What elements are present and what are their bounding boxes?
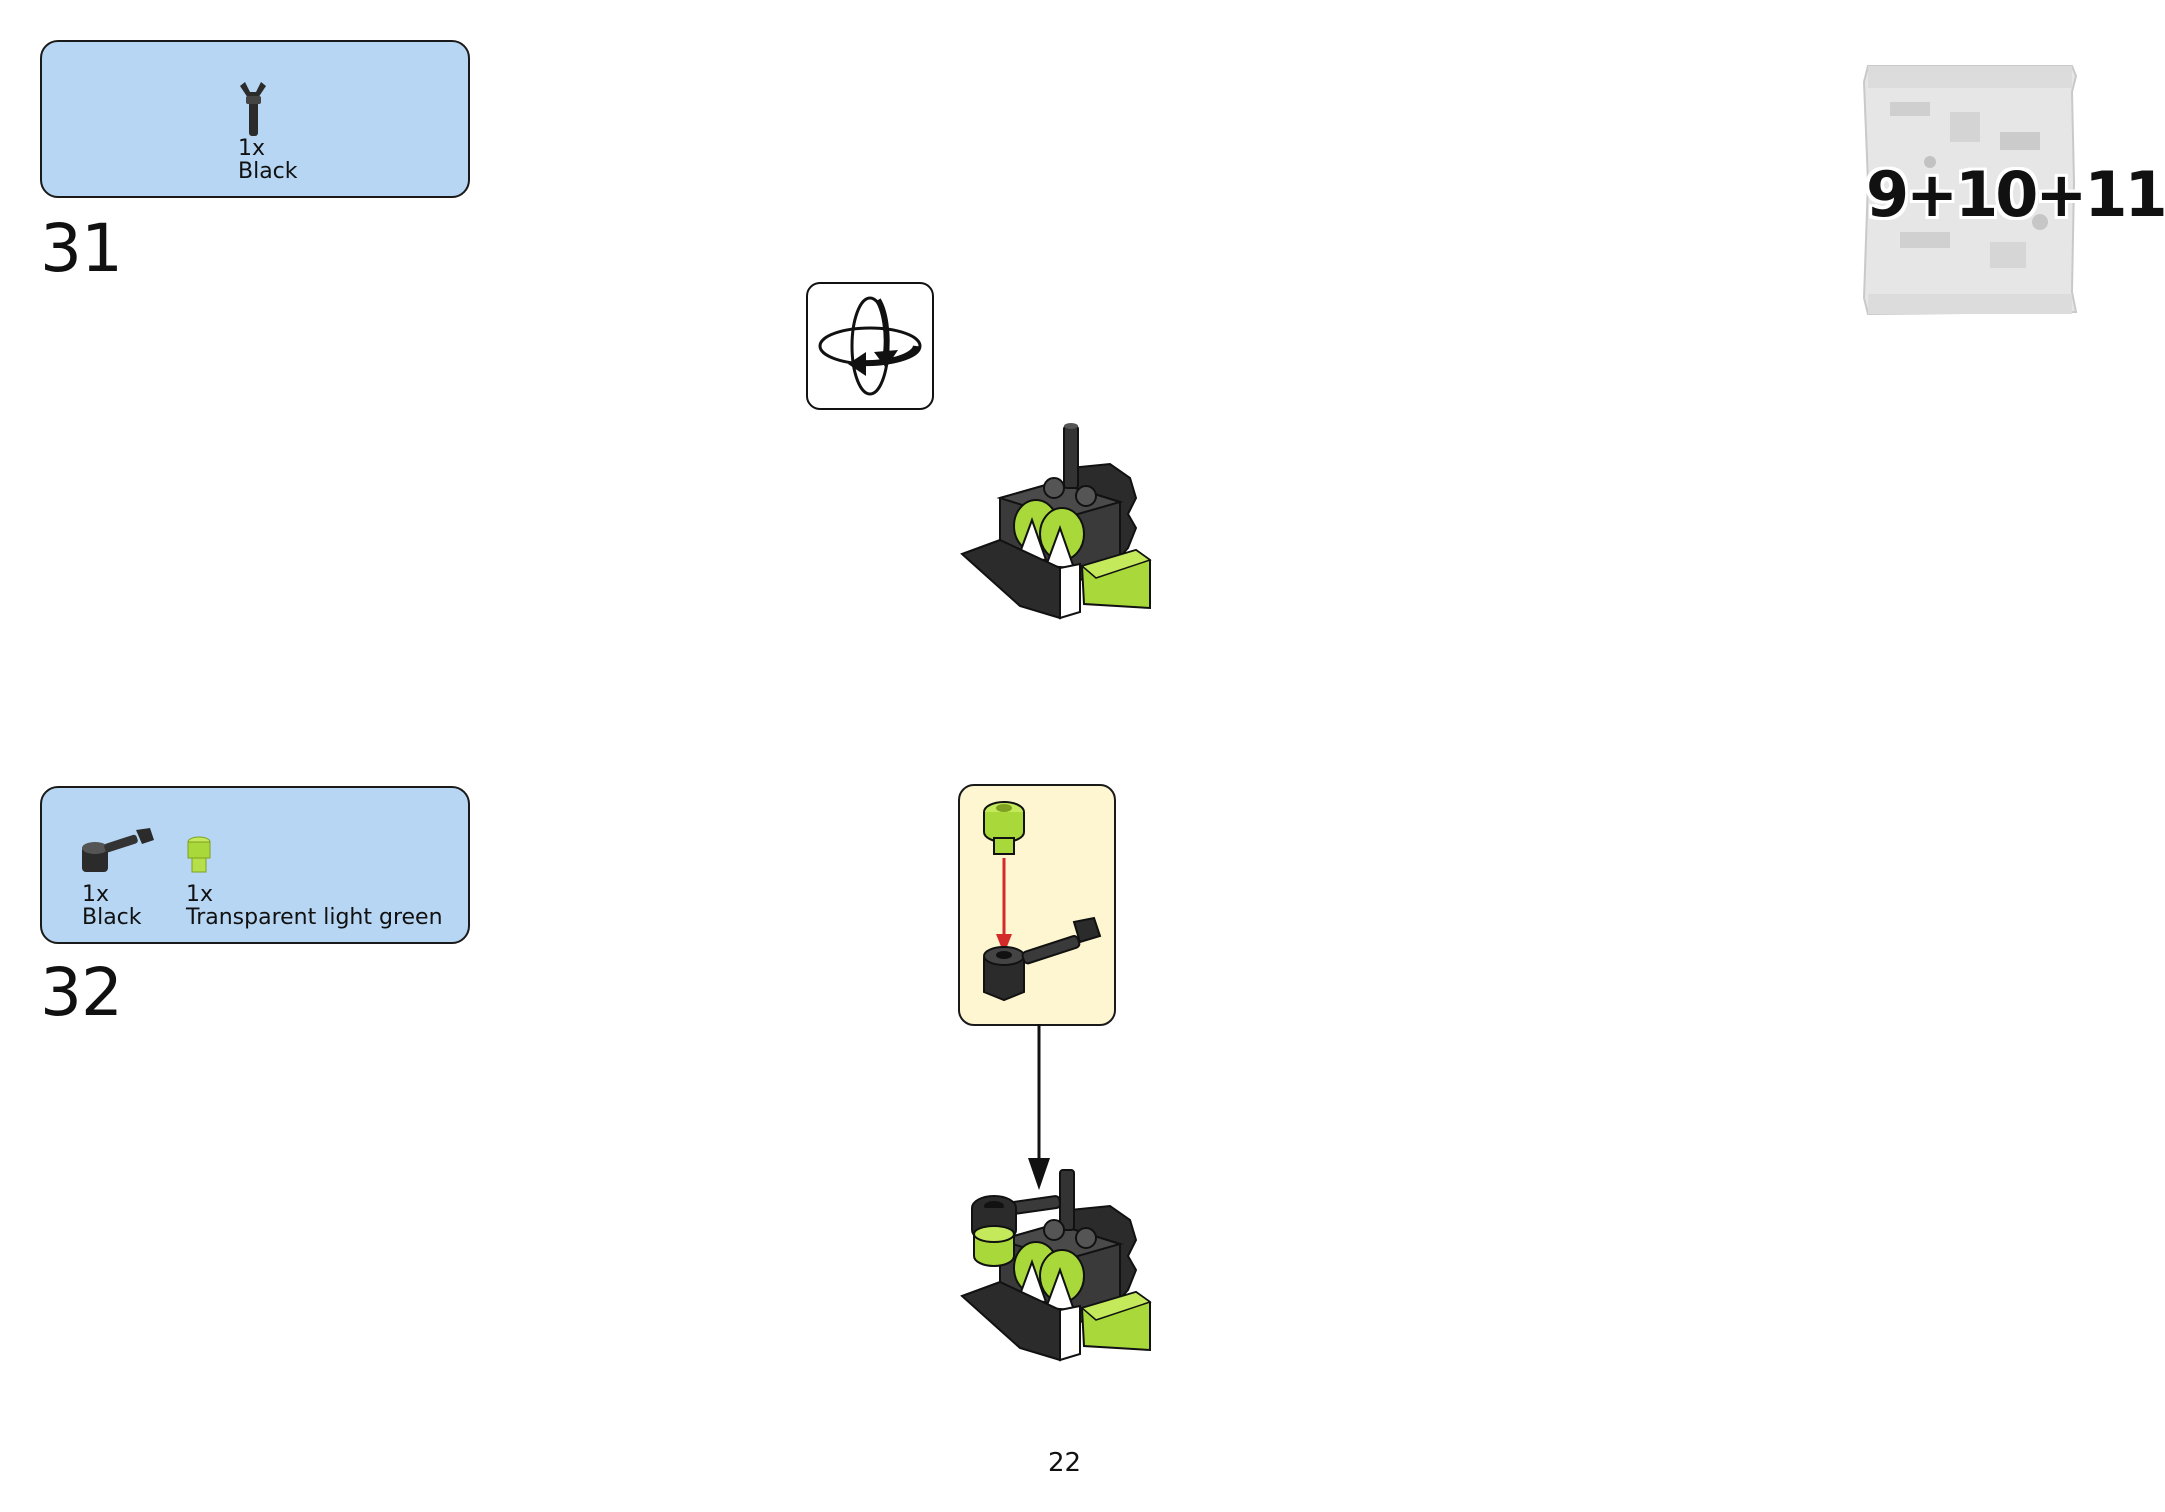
subassembly-callout bbox=[958, 784, 1116, 1026]
black-bar-clip-piece-icon bbox=[240, 82, 266, 136]
rotate-model-icon bbox=[806, 282, 934, 410]
part-color: Black bbox=[238, 159, 298, 184]
parts-box-step-32: 1x Black 1x Transparent light green bbox=[40, 786, 470, 944]
part-qty: 1x bbox=[238, 136, 266, 161]
placement-arrow bbox=[1028, 1024, 1050, 1190]
part-color: Transparent light green bbox=[186, 905, 443, 930]
parts-bag-icon bbox=[1860, 62, 2080, 318]
parts-box-step-31: 1x Black bbox=[40, 40, 470, 198]
part-qty: 1x bbox=[82, 882, 110, 907]
assembled-model-step-32 bbox=[960, 1169, 1152, 1362]
step-number-32: 32 bbox=[40, 954, 123, 1031]
black-bar-holder-arm-icon bbox=[82, 828, 154, 872]
bag-number-label: 9+10+11 bbox=[1866, 158, 2165, 231]
step-number-31: 31 bbox=[40, 210, 123, 287]
part-qty: 1x bbox=[186, 882, 214, 907]
trans-green-round-stud-icon bbox=[187, 836, 211, 873]
part-color: Black bbox=[82, 905, 142, 930]
assembled-model-step-31 bbox=[960, 423, 1152, 620]
page-number: 22 bbox=[1048, 1448, 1082, 1478]
